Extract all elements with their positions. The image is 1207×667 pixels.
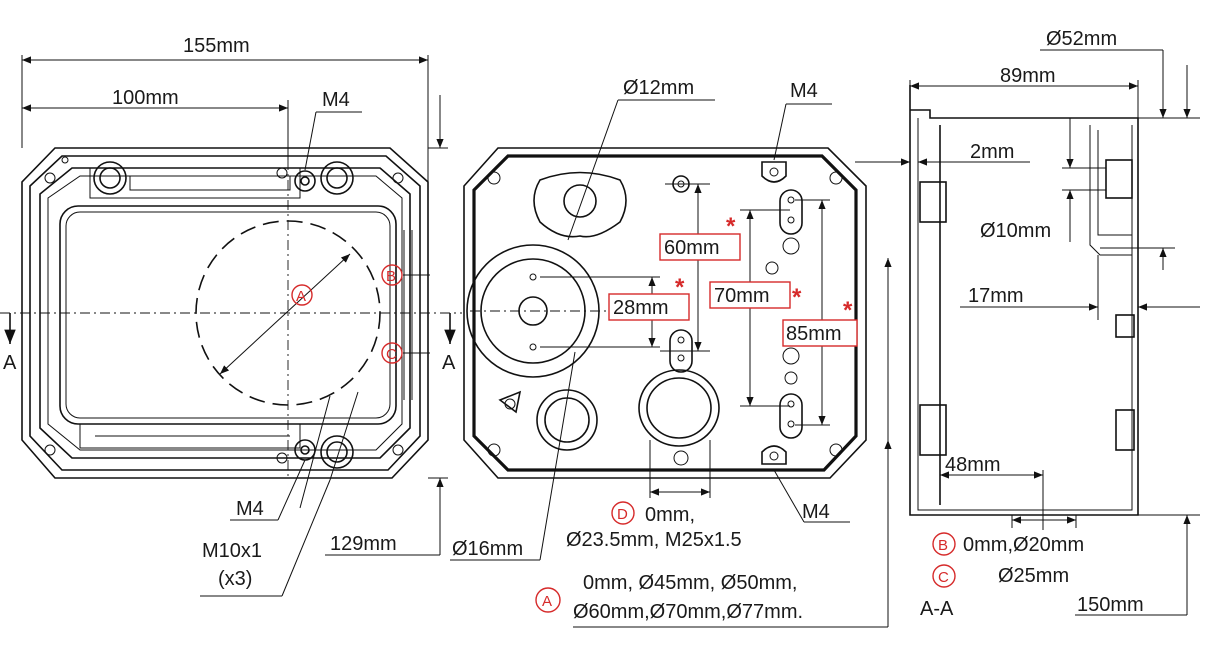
section-view: 89mm Ø52mm 150mm 2mm Ø10mm 17mm 48mm <box>855 28 1200 620</box>
dim-d10mm: Ø10mm <box>980 220 1051 242</box>
label-m4-bottom-back: M4 <box>802 501 830 523</box>
marker-b-section-text: B <box>938 537 948 554</box>
marker-a-back-text: A <box>542 593 552 610</box>
dim-28mm: 28mm <box>613 297 669 319</box>
label-m4-top-back: M4 <box>790 80 818 102</box>
label-m4-top-front: M4 <box>322 89 350 111</box>
marker-d-text: D <box>617 506 628 523</box>
marker-circle-a <box>291 284 313 306</box>
marker-c-text: C <box>386 346 397 363</box>
dim-70mm: 70mm <box>714 285 770 307</box>
a-line-2: Ø60mm,Ø70mm,Ø77mm. <box>573 601 803 623</box>
dim-129mm: 129mm <box>330 533 397 555</box>
a-line-1: 0mm, Ø45mm, Ø50mm, <box>583 572 797 594</box>
dim-17mm: 17mm <box>968 285 1024 307</box>
marker-circle-d <box>611 501 635 525</box>
marker-circle-c-section <box>932 564 956 588</box>
back-view: Ø12mm M4 M4 60mm * 28mm * 70mm * 8 <box>450 77 892 628</box>
d-line-2: Ø23.5mm, M25x1.5 <box>566 529 742 551</box>
marker-circle-a-back <box>535 587 561 613</box>
asterisk-85: * <box>843 297 853 324</box>
dim-48mm: 48mm <box>945 454 1001 476</box>
dim-60mm: 60mm <box>664 237 720 259</box>
marker-circle-b-section <box>932 532 956 556</box>
dim-d12mm: Ø12mm <box>623 77 694 99</box>
dim-d52mm: Ø52mm <box>1046 28 1117 50</box>
section-marker-left: A <box>3 352 17 374</box>
label-m10-count: (x3) <box>218 568 252 590</box>
c-text: Ø25mm <box>998 565 1069 587</box>
dim-85mm: 85mm <box>786 323 842 345</box>
front-view: A A 155mm 100mm M4 129mm M4 M10x1 (x3) <box>0 35 462 597</box>
b-text: 0mm,Ø20mm <box>963 534 1084 556</box>
asterisk-60: * <box>726 213 736 240</box>
dim-155mm: 155mm <box>183 35 250 57</box>
dim-d16mm: Ø16mm <box>452 538 523 560</box>
asterisk-70: * <box>792 284 802 311</box>
label-m4-bottom-front: M4 <box>236 498 264 520</box>
label-m10x1: M10x1 <box>202 540 262 562</box>
marker-a-text: A <box>296 288 306 305</box>
asterisk-28: * <box>675 274 685 301</box>
marker-circle-b <box>381 264 403 286</box>
marker-circle-c <box>381 342 403 364</box>
d-line-1: 0mm, <box>645 504 695 526</box>
marker-b-text: B <box>386 268 396 285</box>
marker-c-section-text: C <box>938 569 949 586</box>
dim-2mm: 2mm <box>970 141 1014 163</box>
dim-150mm: 150mm <box>1077 594 1144 616</box>
section-title: A-A <box>920 598 954 620</box>
dim-89mm: 89mm <box>1000 65 1056 87</box>
section-marker-right: A <box>442 352 456 374</box>
dim-100mm: 100mm <box>112 87 179 109</box>
